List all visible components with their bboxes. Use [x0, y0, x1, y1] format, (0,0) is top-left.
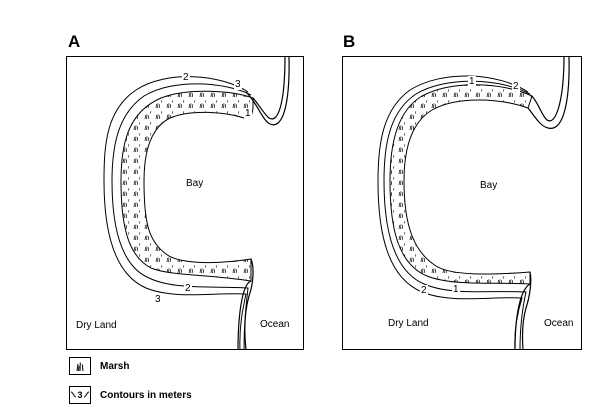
legend-marsh-label: Marsh	[100, 360, 130, 372]
panel-a-contour-label-2-bottom: 2	[184, 283, 192, 294]
panel-a-bay-label: Bay	[186, 178, 204, 189]
panel-b-letter: B	[343, 32, 356, 51]
panel-b-contour-label-2-top: 2	[512, 81, 520, 92]
panel-b-frame	[342, 56, 582, 350]
panel-a-ocean-label: Ocean	[260, 319, 290, 330]
legend-marsh: Marsh	[69, 357, 129, 375]
panel-b-shoreline-top-2	[527, 56, 570, 129]
panel-b-contour-label-1-bottom: 1	[452, 284, 460, 295]
panel-b-contour-middle	[383, 80, 531, 350]
panel-a-dry-land-label: Dry Land	[76, 320, 117, 331]
panel-a-shoreline-top	[252, 56, 286, 120]
panel-b-ocean-label: Ocean	[544, 318, 574, 329]
contour-symbol-icon: 3	[69, 386, 91, 404]
panel-b-shoreline-bottom-2	[521, 271, 532, 350]
marsh-symbol-icon	[69, 357, 91, 375]
legend-contours: 3 Contours in meters	[69, 386, 192, 404]
panel-a-map: 2 3 1 2 3 Bay Dry Land Ocean	[66, 56, 304, 350]
panel-a-shoreline-bottom-2	[244, 258, 254, 350]
panel-a-contour-label-3-top: 3	[234, 79, 242, 90]
panel-a-contour-label-3-bottom: 3	[154, 294, 162, 305]
panel-b-shoreline-top	[531, 56, 565, 122]
panel-a-frame	[66, 56, 304, 350]
panel-a-svg	[103, 56, 290, 350]
panel-a-contour-middle	[111, 83, 252, 350]
legend-contours-label: Contours in meters	[100, 389, 192, 401]
panel-b-shoreline-bottom	[514, 283, 531, 350]
panel-b-dry-land-label: Dry Land	[388, 318, 429, 329]
panel-b-map: 1 2 2 1 Bay Dry Land Ocean	[342, 56, 582, 350]
legend-contour-symbol-number: 3	[77, 390, 83, 400]
panel-a-shoreline-bottom	[237, 280, 252, 350]
panel-a-shoreline-top-2	[245, 56, 290, 126]
panel-b-contour-label-2-bottom: 2	[420, 285, 428, 296]
panel-b-bay-label: Bay	[480, 180, 498, 191]
panel-b-contour-outer	[377, 75, 529, 350]
panel-a-letter: A	[68, 32, 81, 51]
panel-a-contour-label-1-top: 1	[244, 108, 252, 119]
panel-b-contour-label-1-top: 1	[468, 76, 476, 87]
panel-a-contour-label-2-top: 2	[182, 72, 190, 83]
panel-a-marsh-band	[120, 90, 254, 282]
panel-b-svg	[377, 56, 570, 350]
panel-a-contour-outer	[103, 76, 249, 350]
